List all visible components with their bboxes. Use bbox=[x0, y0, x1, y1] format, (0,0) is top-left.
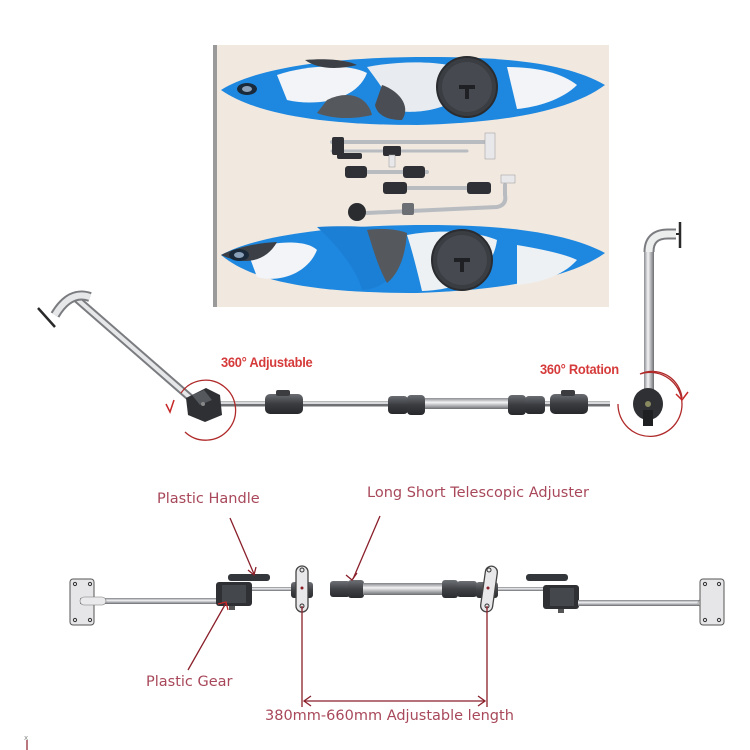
stabilizer-parts bbox=[330, 132, 516, 221]
label-telescopic-adjuster: Long Short Telescopic Adjuster bbox=[367, 485, 589, 501]
top-bar-connectors bbox=[265, 390, 588, 415]
top-float bbox=[221, 56, 605, 125]
left-gear-clamp bbox=[216, 574, 270, 610]
label-adjustable-length: 380mm-660mm Adjustable length bbox=[265, 708, 514, 724]
right-joint bbox=[617, 370, 689, 438]
left-slider-bracket bbox=[291, 565, 313, 613]
label-360-adjustable: 360° Adjustable bbox=[221, 354, 313, 370]
label-360-rotation: 360° Rotation bbox=[540, 361, 619, 377]
right-mount-plate bbox=[699, 578, 725, 626]
left-mount-plate bbox=[69, 578, 95, 626]
telescopic-section bbox=[330, 580, 477, 598]
product-photo bbox=[213, 45, 609, 307]
left-joint bbox=[165, 379, 237, 441]
right-slider-bracket bbox=[476, 565, 499, 613]
right-gear-clamp bbox=[526, 574, 579, 613]
kayak-floats-photo bbox=[221, 56, 605, 293]
label-plastic-handle: Plastic Handle bbox=[157, 491, 260, 507]
label-plastic-gear: Plastic Gear bbox=[146, 674, 233, 690]
left-arm bbox=[37, 290, 214, 419]
right-arm bbox=[643, 222, 682, 400]
bottom-float bbox=[221, 225, 605, 293]
svg-text:x: x bbox=[24, 734, 28, 742]
